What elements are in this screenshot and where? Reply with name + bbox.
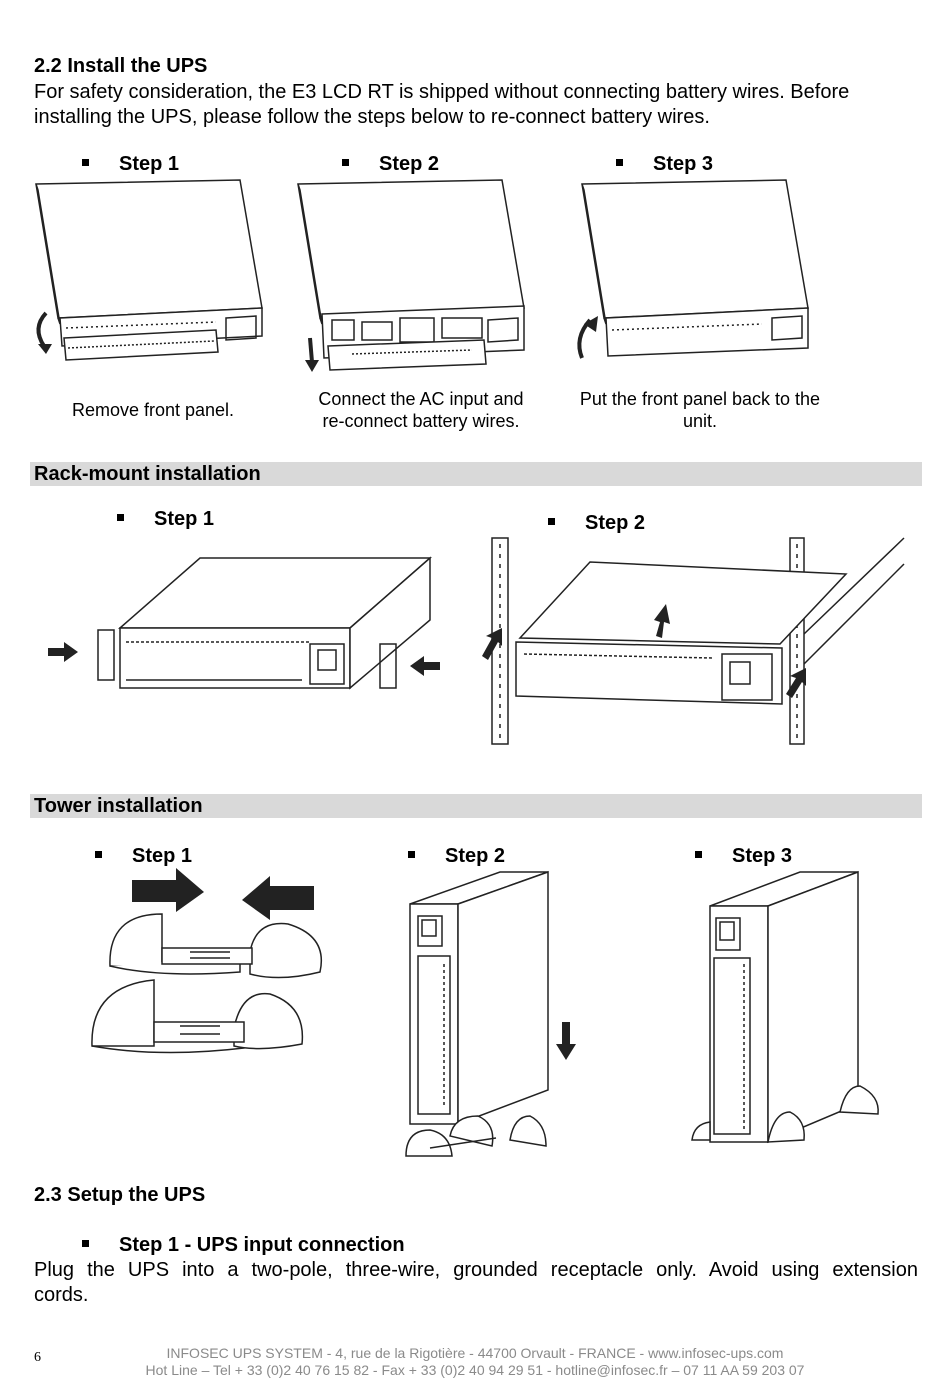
bullet-icon [117,514,124,522]
install-step-3-caption: Put the front panel back to the unit. [579,389,821,431]
rack-step-1-illustration [48,550,440,700]
bullet-icon [342,159,349,167]
tower-step-2-label: Step 2 [408,845,505,868]
rack-step-2-label: Step 2 [548,512,645,535]
tower-section-heading: Tower installation [34,795,203,817]
arrow-icon [654,604,670,638]
arrow-icon [482,628,502,660]
tower-step-2-illustration [400,868,576,1160]
arrow-icon [786,668,806,698]
footer-contact: Hot Line – Tel + 33 (0)2 40 76 15 82 - F… [145,1362,805,1378]
rack-section-band: Rack-mount installation [30,462,922,486]
bullet-icon [82,159,89,167]
tower-step-1-label: Step 1 [95,845,192,868]
arrow-icon [132,868,204,912]
rack-step-2-illustration [482,534,910,746]
rotate-arrow-icon [38,313,52,354]
page-number: 6 [34,1350,41,1365]
bullet-icon [95,851,102,859]
section-heading-setup: 2.3 Setup the UPS [34,1184,206,1206]
install-step-2-label: Step 2 [342,153,439,176]
tower-step-3-illustration [690,868,890,1148]
setup-step-1-text: Plug the UPS into a two-pole, three-wire… [34,1258,918,1308]
install-step-3-label: Step 3 [616,153,713,176]
tower-step-3-label: Step 3 [695,845,792,868]
bullet-icon [408,851,415,859]
arrow-icon [242,876,314,920]
install-step-2-caption: Connect the AC input and re-connect batt… [318,389,524,431]
install-intro-line-2: installing the UPS, please follow the st… [34,106,710,128]
tower-section-band: Tower installation [30,794,922,818]
arrow-icon [556,1022,576,1060]
arrow-icon [305,338,319,372]
setup-text-line-1: Plug the UPS into a two-pole, three-wire… [34,1259,918,1281]
arrow-icon [410,656,440,676]
rack-section-heading: Rack-mount installation [34,463,261,485]
install-step-1-illustration [30,178,270,368]
setup-step-1-title: Step 1 - UPS input connection [82,1234,405,1257]
rotate-arrow-icon [579,316,598,358]
tower-step-1-illustration [80,868,340,1062]
bullet-icon [82,1240,89,1248]
bullet-icon [616,159,623,167]
setup-text-line-2: cords. [34,1284,89,1306]
footer-address: INFOSEC UPS SYSTEM - 4, rue de la Rigoti… [166,1345,784,1361]
arrow-icon [48,642,78,662]
install-intro-line-1: For safety consideration, the E3 LCD RT … [34,81,850,103]
install-step-1-label: Step 1 [82,153,179,176]
install-intro: For safety consideration, the E3 LCD RT … [34,80,849,130]
bullet-icon [548,518,555,526]
install-step-2-illustration [292,178,532,372]
install-step-1-caption: Remove front panel. [71,400,235,420]
bullet-icon [695,851,702,859]
rack-step-1-label: Step 1 [117,508,214,531]
install-step-3-illustration [572,178,812,368]
section-heading-install: 2.2 Install the UPS [34,55,208,77]
